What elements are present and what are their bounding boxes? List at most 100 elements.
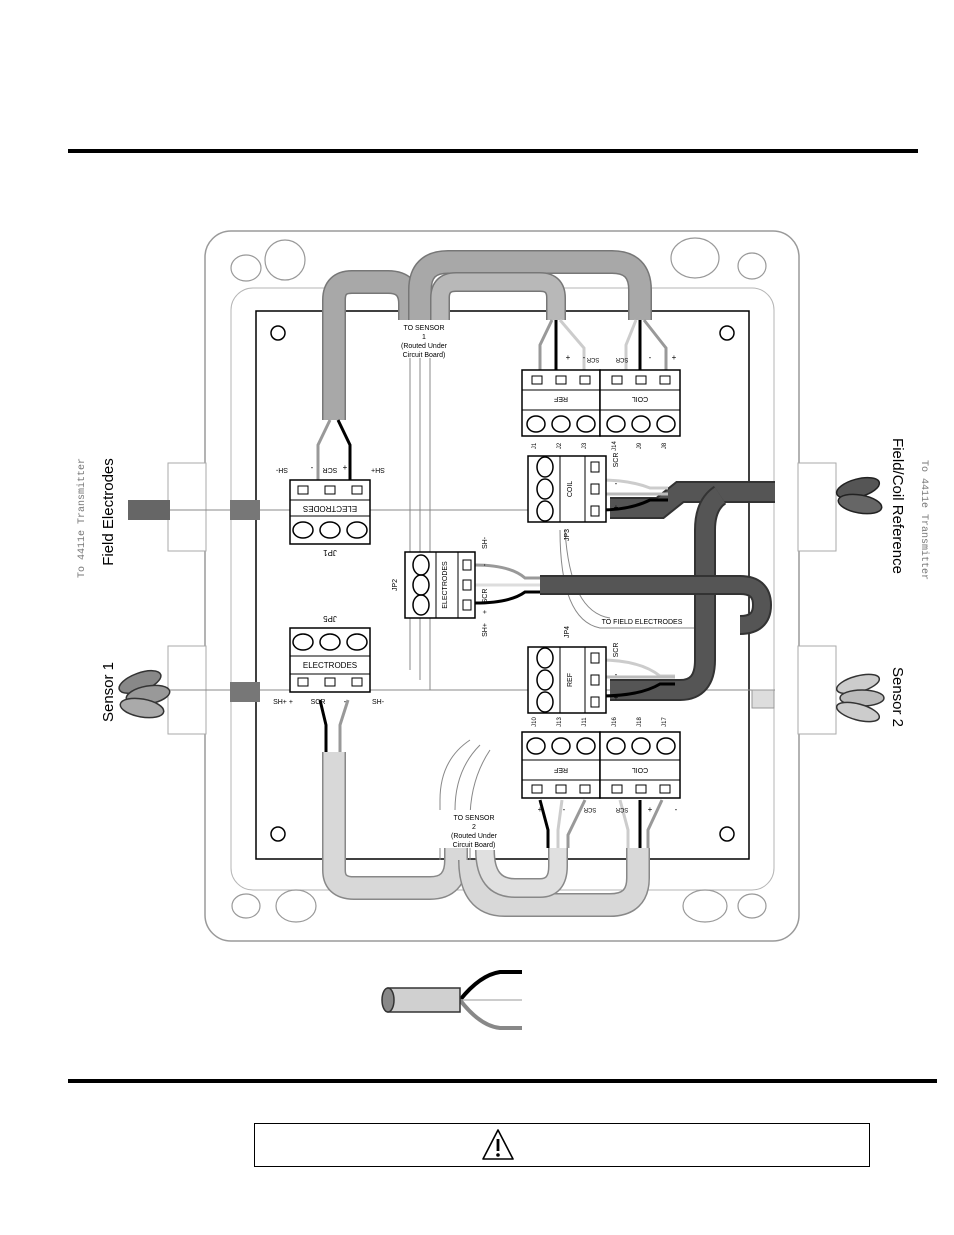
cable-stub-field-coil bbox=[835, 476, 883, 515]
svg-text:2: 2 bbox=[472, 824, 476, 831]
jp2-pin-plus: + bbox=[482, 610, 489, 614]
jp1-pin-scr: SCR bbox=[323, 466, 338, 473]
mount-hole-tl bbox=[230, 254, 262, 282]
gland-left-upper bbox=[167, 462, 207, 552]
jp1-pin-plus: + bbox=[343, 463, 348, 472]
bottom-coil-id-2: J17 bbox=[662, 717, 668, 727]
mount-hole-tr bbox=[737, 252, 767, 280]
board-hole-br bbox=[719, 826, 735, 842]
cable-illustration bbox=[381, 970, 522, 1030]
jp5-pin-sh-plus: SH+ + bbox=[273, 699, 293, 706]
sensor-2-label: Sensor 2 bbox=[889, 667, 906, 727]
svg-text:Circuit Board): Circuit Board) bbox=[403, 352, 446, 359]
wires-jp5 bbox=[318, 699, 350, 752]
bottom-coil-id-0: J16 bbox=[612, 717, 618, 727]
bottom-ref-pin-scr: SCR bbox=[583, 806, 596, 812]
top-ref-pin-scr: SCR bbox=[586, 356, 599, 362]
jp3-pin-minus: - bbox=[615, 479, 618, 488]
top-coil-name: COIL bbox=[632, 395, 648, 402]
bottom-rule bbox=[68, 1079, 937, 1083]
right-transmitter-label: To 4411e Transmitter bbox=[918, 460, 930, 580]
bottom-ref-pin-minus: - bbox=[563, 805, 566, 814]
terminal-block-jp4: REF JP4 SCR - + bbox=[527, 626, 620, 714]
top-coil-pin-scr: SCR bbox=[615, 356, 628, 362]
terminal-block-jp3: COIL JP3 SCR - + bbox=[527, 453, 620, 541]
bottom-ref-id-0: J10 bbox=[532, 717, 538, 727]
top-ref-pin-plus: + bbox=[566, 353, 571, 362]
jp2-name: ELECTRODES bbox=[442, 561, 449, 609]
mount-hole-bl bbox=[231, 893, 261, 919]
top-coil-id-1: J9 bbox=[637, 442, 643, 449]
wires-top-blocks bbox=[538, 319, 668, 370]
jp3-pin-scr: SCR bbox=[613, 453, 620, 468]
top-rule bbox=[68, 149, 918, 153]
jp1-pin-sh-minus: SH- bbox=[275, 466, 288, 473]
jp1-name: ELECTRODES bbox=[303, 504, 357, 513]
top-ref-id-0: J1 bbox=[532, 442, 538, 449]
top-coil-id-2: J8 bbox=[662, 442, 668, 449]
jp5-name: ELECTRODES bbox=[303, 661, 357, 670]
warning-box bbox=[254, 1123, 870, 1167]
mount-hole-tl2 bbox=[264, 239, 306, 281]
jp1-id: JP1 bbox=[323, 548, 337, 557]
bottom-coil-pin-minus: - bbox=[675, 805, 678, 814]
bottom-ref-pin-plus: + bbox=[538, 805, 543, 814]
bottom-coil-pin-plus: + bbox=[648, 805, 653, 814]
jp1-pin-minus: - bbox=[311, 463, 314, 472]
mount-hole-bl2 bbox=[275, 889, 317, 923]
cable-stub-field-electrodes bbox=[128, 500, 170, 520]
jp3-name: COIL bbox=[567, 481, 574, 497]
board-hole-tl bbox=[270, 325, 286, 341]
jp4-name: REF bbox=[567, 673, 574, 687]
jp4-pin-scr: SCR bbox=[613, 643, 620, 658]
jp5-id: JP5 bbox=[323, 614, 337, 623]
sensor-1-label: Sensor 1 bbox=[100, 662, 117, 722]
board-hole-bl bbox=[270, 826, 286, 842]
mount-hole-br bbox=[737, 893, 767, 919]
jp4-pin-plus: + bbox=[614, 693, 619, 702]
to-sensor-2-label: TO SENSOR 2 (Routed Under Circuit Board) bbox=[438, 810, 510, 849]
terminal-block-top-coil: COIL SCR - + J14 J9 J8 bbox=[599, 353, 681, 451]
jp2-pin-scr: SCR bbox=[482, 589, 489, 604]
cable-stub-sensor2 bbox=[835, 673, 885, 723]
bottom-ref-name: REF bbox=[554, 766, 568, 773]
top-coil-pin-plus: + bbox=[672, 353, 677, 362]
jp2-id: JP2 bbox=[392, 579, 399, 591]
jp2-pin-sh-minus: SH- bbox=[482, 536, 489, 549]
jp1-pin-sh-plus: SH+ bbox=[371, 466, 385, 473]
board-hole-tr bbox=[719, 325, 735, 341]
mount-hole-tr2 bbox=[670, 237, 720, 279]
jp2-pin-sh-plus: SH+ bbox=[482, 623, 489, 637]
svg-text:(Routed Under: (Routed Under bbox=[451, 833, 498, 840]
to-sensor-1-label: TO SENSOR 1 (Routed Under Circuit Board) bbox=[388, 320, 460, 359]
mount-hole-br2 bbox=[682, 889, 728, 923]
svg-text:TO SENSOR: TO SENSOR bbox=[453, 815, 494, 822]
top-ref-id-2: J3 bbox=[582, 442, 588, 449]
wires-jp1 bbox=[316, 419, 352, 480]
gland-right-upper bbox=[797, 462, 837, 552]
jp3-id: JP3 bbox=[564, 529, 571, 541]
svg-text:(Routed Under: (Routed Under bbox=[401, 343, 448, 350]
bottom-ref-id-2: J11 bbox=[582, 717, 588, 727]
svg-text:1: 1 bbox=[422, 334, 426, 341]
jp5-pin-sh-minus: SH- bbox=[372, 699, 385, 706]
svg-text:Circuit Board): Circuit Board) bbox=[453, 842, 496, 849]
wires-jp2 bbox=[474, 563, 540, 605]
gland-right-lower bbox=[797, 645, 837, 735]
svg-text:TO SENSOR: TO SENSOR bbox=[403, 325, 444, 332]
bottom-coil-name: COIL bbox=[632, 766, 648, 773]
jp3-pin-plus: + bbox=[614, 503, 619, 512]
wires-jp4 bbox=[599, 658, 675, 698]
terminal-block-bottom-coil: COIL SCR + - J16 J18 J17 bbox=[599, 717, 681, 814]
terminal-block-bottom-ref: REF + - SCR J10 J13 J11 bbox=[521, 717, 601, 814]
jp2-pin-minus: - bbox=[482, 563, 489, 566]
field-electrodes-label: Field Electrodes bbox=[100, 458, 117, 566]
bottom-coil-pin-scr: SCR bbox=[615, 806, 628, 812]
jp4-id: JP4 bbox=[564, 626, 571, 638]
cable-stub-sensor1 bbox=[118, 669, 171, 719]
top-coil-id-0: J14 bbox=[612, 441, 618, 451]
terminal-block-top-ref: REF - + SCR J1 J2 J3 bbox=[521, 353, 601, 449]
jp5-pin-scr: SCR bbox=[311, 699, 326, 706]
top-ref-pin-minus: - bbox=[583, 353, 586, 362]
